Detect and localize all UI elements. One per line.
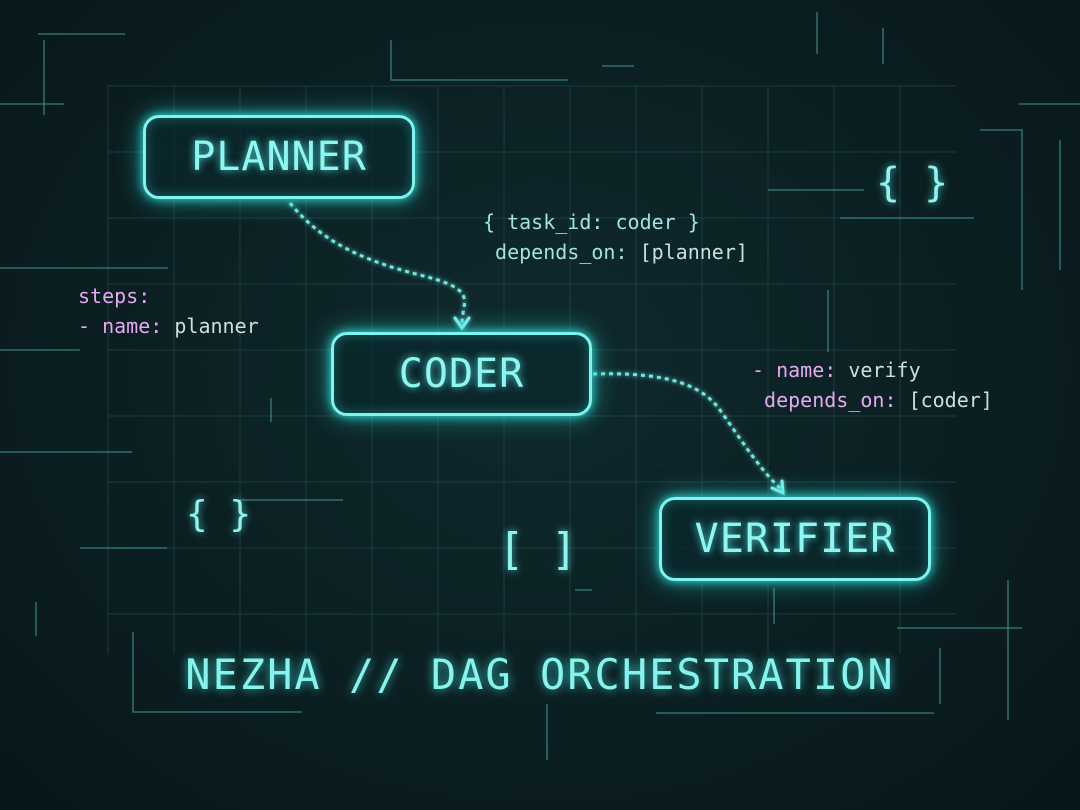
edge-planner-to-coder: [288, 202, 467, 325]
edges: [288, 202, 784, 492]
snippet-key: task_id: [507, 210, 592, 234]
arrowhead-verifier: [770, 479, 785, 496]
snippet-key: depends_on: [764, 388, 885, 412]
node-coder[interactable]: CODER: [331, 332, 592, 416]
snippet-verify: - name: verify depends_on: [coder]: [752, 358, 993, 412]
snippet-key: name: [776, 358, 825, 382]
snippet-key: depends_on: [495, 240, 616, 264]
node-verifier[interactable]: VERIFIER: [659, 497, 931, 581]
snippet-key: steps: [78, 284, 139, 308]
arrowhead-coder: [453, 316, 471, 331]
snippet-steps: steps: - name: planner: [78, 284, 259, 338]
arrowheads: [453, 316, 785, 496]
snippet-key: name: [102, 314, 151, 338]
diagram-title: NEZHA // DAG ORCHESTRATION: [185, 650, 895, 699]
braces-icon: { }: [876, 160, 949, 206]
circuit-traces: [0, 12, 1080, 760]
snippet-task-coder: { task_id: coder } depends_on: [planner]: [483, 210, 748, 264]
edge-coder-to-verifier: [592, 372, 784, 492]
braces-icon: { }: [186, 494, 252, 535]
node-planner[interactable]: PLANNER: [143, 115, 415, 199]
brackets-icon: [ ]: [498, 524, 578, 575]
